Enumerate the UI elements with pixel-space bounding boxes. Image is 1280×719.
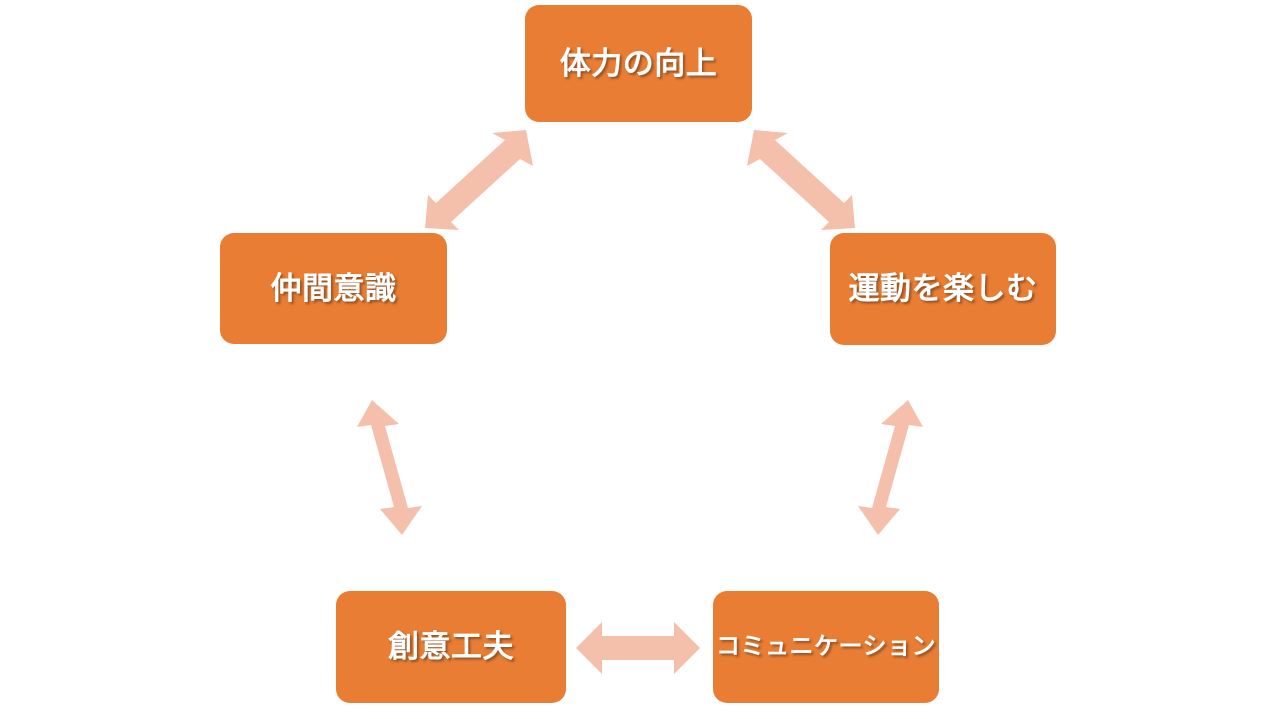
double-arrow-vertical-icon bbox=[858, 400, 923, 535]
node-box-enjoy[interactable]: 運動を楽しむ bbox=[830, 233, 1056, 345]
node-box-fitness[interactable]: 体力の向上 bbox=[525, 5, 752, 122]
node-label-creativity: 創意工夫 bbox=[388, 629, 514, 665]
node-label-communication: コミュニケーション bbox=[715, 633, 937, 661]
double-arrow-diagonal-down-right-icon bbox=[747, 130, 855, 230]
node-box-communication[interactable]: コミュニケーション bbox=[713, 591, 939, 703]
node-label-enjoy: 運動を楽しむ bbox=[848, 271, 1038, 307]
double-arrow-diagonal-up-right-icon bbox=[425, 130, 533, 230]
node-box-creativity[interactable]: 創意工夫 bbox=[336, 591, 566, 703]
double-arrow-vertical-icon bbox=[357, 400, 422, 535]
double-arrow-horizontal-icon bbox=[576, 622, 700, 674]
node-label-fellowship: 仲間意識 bbox=[270, 270, 397, 306]
node-box-fellowship[interactable]: 仲間意識 bbox=[220, 233, 447, 344]
node-label-fitness: 体力の向上 bbox=[559, 45, 718, 81]
